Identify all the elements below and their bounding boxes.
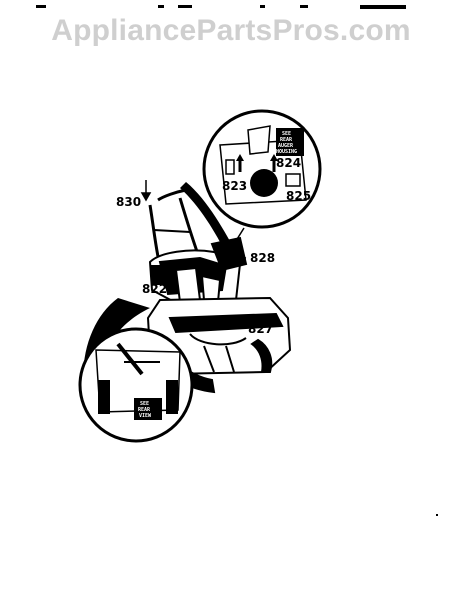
decal-lower-line-1: SEE <box>140 401 149 407</box>
part-label-824: 824 <box>276 156 301 170</box>
cropped-text-residue <box>0 0 462 9</box>
leader-lines <box>140 180 247 323</box>
part-label-823: 823 <box>222 179 247 193</box>
part-label-827: 827 <box>248 322 273 336</box>
decal-lower-line-2: REAR <box>138 407 151 413</box>
part-label-825: 825 <box>286 189 311 203</box>
decal-upper-line-1: SEE <box>282 131 291 137</box>
speck <box>436 514 438 516</box>
part-label-826: 826 <box>218 317 243 331</box>
decal-lower-line-3: VIEW <box>139 413 152 419</box>
decal-upper-line-2: REAR <box>280 137 293 143</box>
watermark: AppliancePartsPros.com <box>51 14 411 47</box>
decal-upper-line-3: AUGER <box>278 143 294 149</box>
shadow-band <box>83 298 150 420</box>
cropped-text-marks <box>36 5 406 9</box>
part-label-822: 822 <box>142 282 167 296</box>
part-label-828: 828 <box>250 251 275 265</box>
auger-housing <box>146 296 292 394</box>
decal-upper-line-4: HOUSING <box>276 149 297 155</box>
detail-circle-upper: SEE REAR AUGER HOUSING <box>202 109 322 229</box>
detail-circle-lower: SEE REAR VIEW <box>78 327 194 443</box>
shadow-band-upper <box>180 182 236 258</box>
part-label-830: 830 <box>116 195 141 209</box>
engine <box>148 236 248 306</box>
